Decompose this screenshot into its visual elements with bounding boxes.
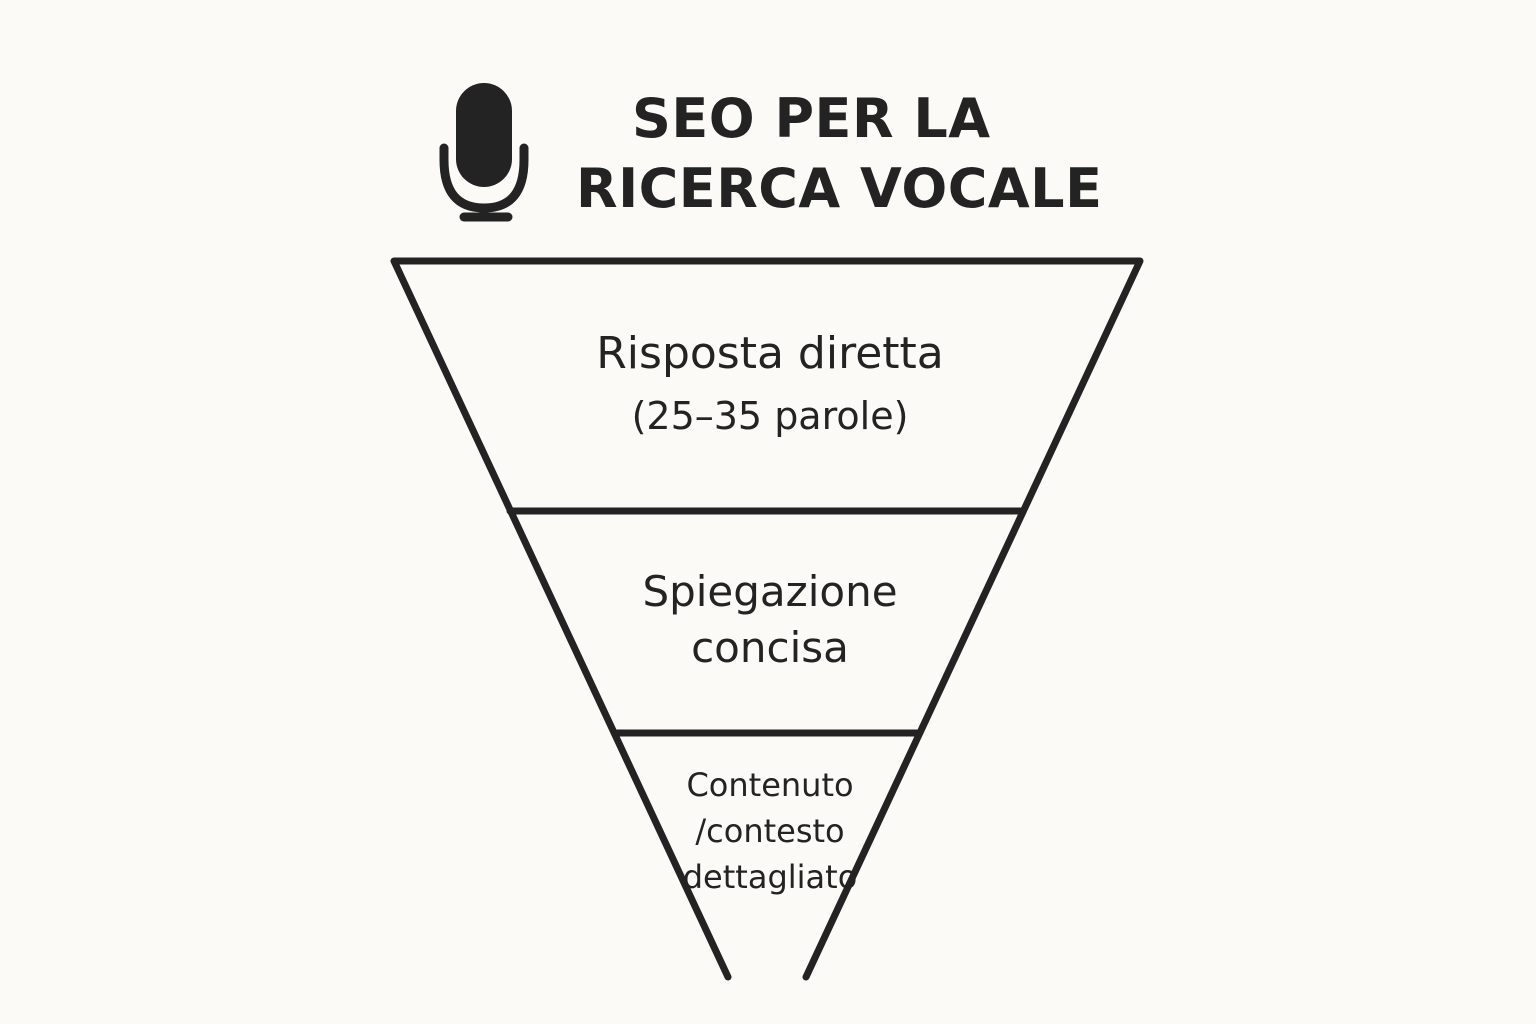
tier-1-sublabel: (25–35 parole) [631,394,909,438]
header: SEO PER LA RICERCA VOCALE [0,0,1536,240]
tier-2-label-line-1: Spiegazione [642,567,898,616]
microphone-icon [439,83,529,222]
funnel-tier-3: Contenuto /contesto dettagliato [640,762,900,900]
tier-3-label-line-3: dettagliato [682,858,858,896]
tier-2-label-line-2: concisa [691,623,849,672]
tier-3-label-line-1: Contenuto [686,766,854,804]
title-line-1: SEO PER LA [632,87,991,150]
funnel-outline [390,257,1144,981]
diagram-title: SEO PER LA RICERCA VOCALE [576,84,1136,224]
tier-1-label: Risposta diretta [596,328,944,379]
funnel-tier-1: Risposta diretta (25–35 parole) [520,322,1020,446]
title-line-2: RICERCA VOCALE [576,157,1103,220]
tier-3-label-line-2: /contesto [695,812,845,850]
funnel-tier-2: Spiegazione concisa [570,564,970,676]
